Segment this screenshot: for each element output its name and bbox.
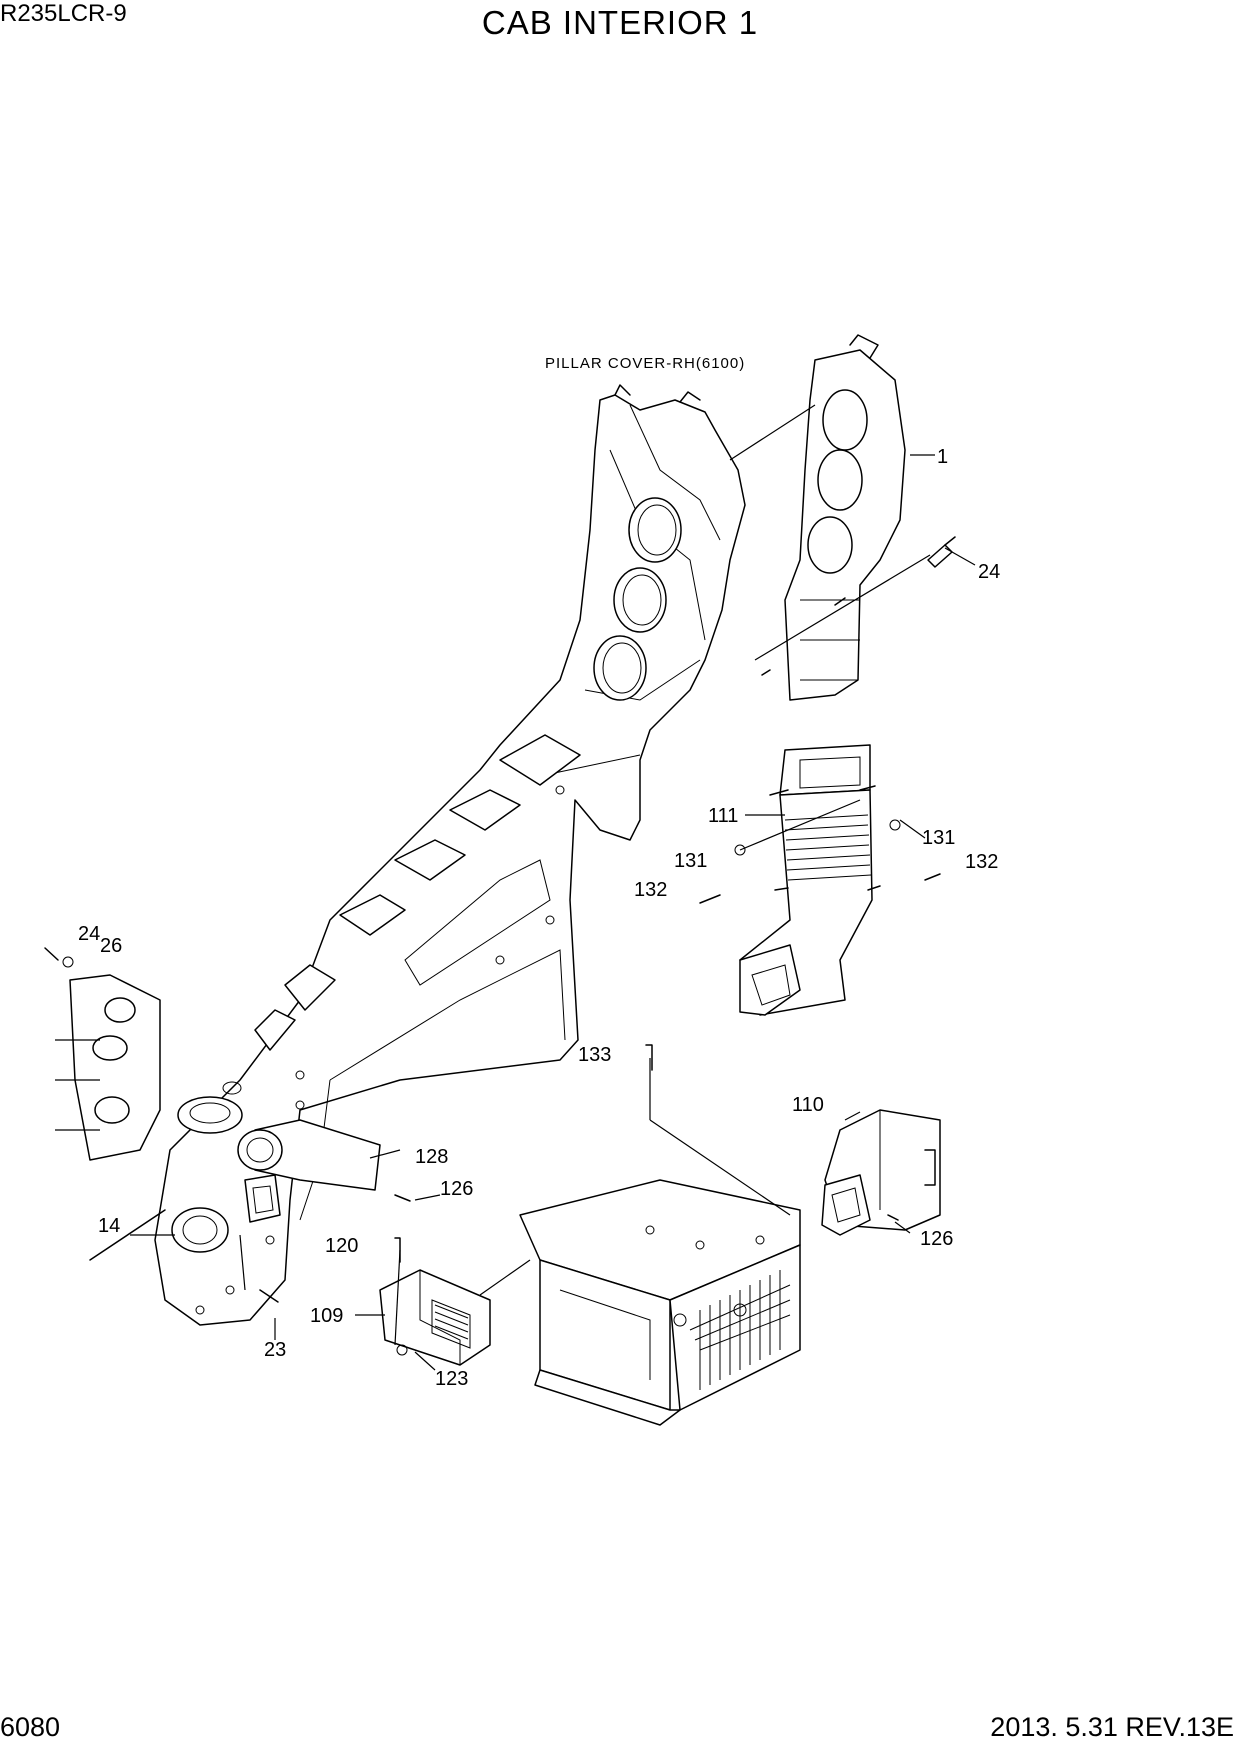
- part-110-duct: [821, 1109, 941, 1236]
- callout-1: 1: [937, 446, 948, 468]
- callout-111: 111: [708, 805, 738, 827]
- callout-123: 123: [435, 1368, 468, 1390]
- leader-lines: [55, 404, 976, 1371]
- page-title: CAB INTERIOR 1: [481, 4, 759, 41]
- page-number: 6080: [0, 1712, 61, 1742]
- callout-110: 110: [792, 1094, 824, 1116]
- callout-128: 128: [415, 1146, 448, 1168]
- callout-133: 133: [578, 1044, 611, 1066]
- pillar-cover-note: PILLAR COVER-RH(6100): [545, 355, 745, 372]
- callout-132: 132: [965, 851, 998, 873]
- callout-24: 24: [78, 923, 100, 945]
- revision-date: 2013. 5.31 REV.13E: [990, 1712, 1234, 1742]
- callout-126: 126: [440, 1178, 473, 1200]
- model-code: R235LCR-9: [0, 0, 127, 27]
- part-109-grille: [379, 1269, 491, 1366]
- part-1-pillar-duct: [761, 334, 906, 701]
- left-vent-assembly: [69, 974, 229, 1261]
- callout-26: 26: [100, 935, 122, 957]
- callout-120: 120: [325, 1235, 358, 1257]
- callout-131: 131: [674, 850, 707, 872]
- heater-unit: [519, 1179, 801, 1426]
- part-128-duct: [237, 1119, 381, 1223]
- callout-109: 109: [310, 1305, 343, 1327]
- part-111-flex-duct: [739, 744, 881, 1016]
- callout-23: 23: [264, 1339, 286, 1361]
- callout-labels: 1 24 111 131 132 131 132 24 26 133 110 1…: [78, 446, 1000, 1390]
- callout-131: 131: [922, 827, 955, 849]
- pillar-cover-panel: [154, 384, 746, 1326]
- callout-14: 14: [98, 1215, 120, 1237]
- callout-126: 126: [920, 1228, 953, 1250]
- callout-132: 132: [634, 879, 667, 901]
- callout-24: 24: [978, 561, 1000, 583]
